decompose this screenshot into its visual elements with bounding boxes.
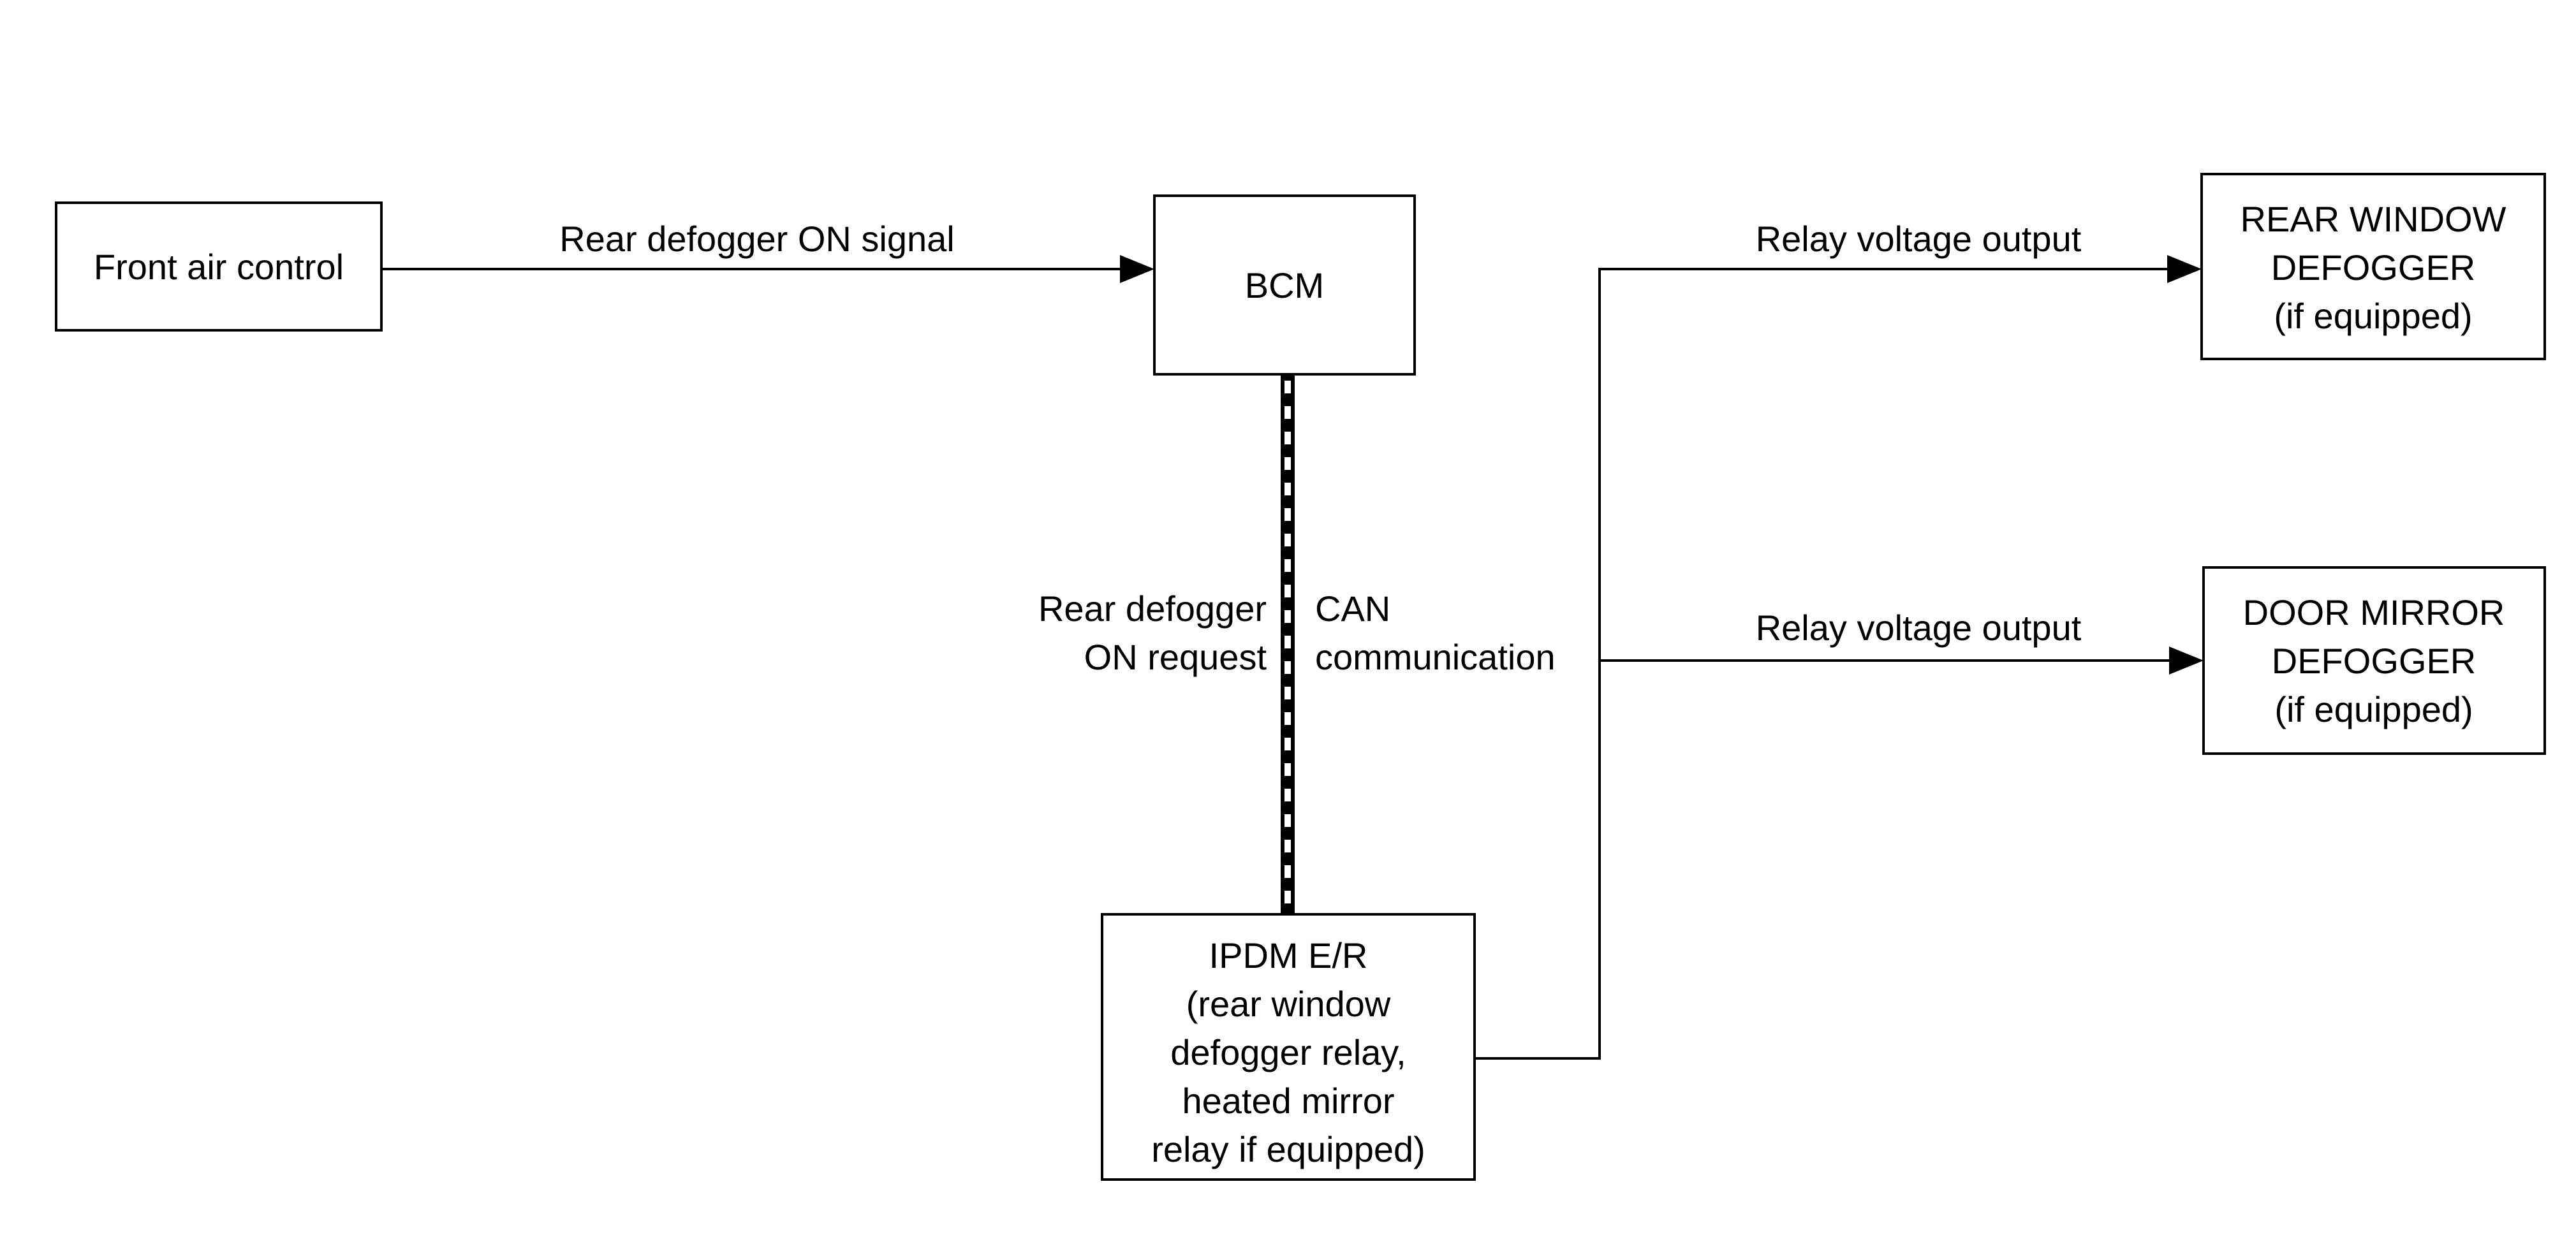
- door-mirror-defogger-line-1: DOOR MIRROR: [2243, 592, 2505, 632]
- rear-window-defogger-line-3: (if equipped): [2274, 296, 2472, 336]
- rear-window-defogger-line-2: DEFOGGER: [2271, 247, 2475, 288]
- node-ipdm-er: IPDM E/R (rear window defogger relay, he…: [1101, 913, 1476, 1181]
- can-communication-label-line-1: CAN: [1315, 588, 1390, 629]
- relay-output-door-label: Relay voltage output: [1756, 608, 2082, 648]
- node-front-air-control: Front air control: [55, 201, 383, 332]
- front-air-control-label: Front air control: [94, 247, 344, 287]
- node-bcm: BCM: [1153, 194, 1416, 376]
- edge-relay-output-door-mirror: Relay voltage output: [1600, 608, 2204, 675]
- edge-can-communication: Rear defogger ON request CAN communicati…: [1038, 374, 1556, 914]
- node-rear-window-defogger: REAR WINDOW DEFOGGER (if equipped): [2200, 173, 2546, 360]
- relay-output-rear-label: Relay voltage output: [1756, 219, 2082, 259]
- ipdm-label-line-1: IPDM E/R: [1209, 935, 1368, 976]
- node-door-mirror-defogger: DOOR MIRROR DEFOGGER (if equipped): [2202, 566, 2546, 755]
- can-request-label-line-2: ON request: [1084, 637, 1267, 677]
- ipdm-label-line-2: (rear window: [1186, 984, 1391, 1024]
- bcm-label: BCM: [1245, 265, 1324, 305]
- edge-relay-output-rear-window: Relay voltage output: [1598, 219, 2202, 283]
- rear-window-defogger-line-1: REAR WINDOW: [2241, 199, 2506, 239]
- can-communication-label-line-2: communication: [1315, 637, 1556, 677]
- door-mirror-defogger-line-3: (if equipped): [2274, 689, 2473, 729]
- ipdm-label-line-3: defogger relay,: [1170, 1032, 1406, 1072]
- edge-ipdm-output-trunk: [1475, 269, 1601, 1060]
- rear-defogger-on-signal-label: Rear defogger ON signal: [559, 219, 954, 259]
- door-mirror-defogger-line-2: DEFOGGER: [2272, 641, 2476, 681]
- can-request-label-line-1: Rear defogger: [1038, 588, 1267, 629]
- ipdm-label-line-4: heated mirror: [1182, 1081, 1394, 1121]
- edge-rear-defogger-on-signal: Rear defogger ON signal: [381, 219, 1154, 283]
- ipdm-label-line-5: relay if equipped): [1151, 1129, 1425, 1169]
